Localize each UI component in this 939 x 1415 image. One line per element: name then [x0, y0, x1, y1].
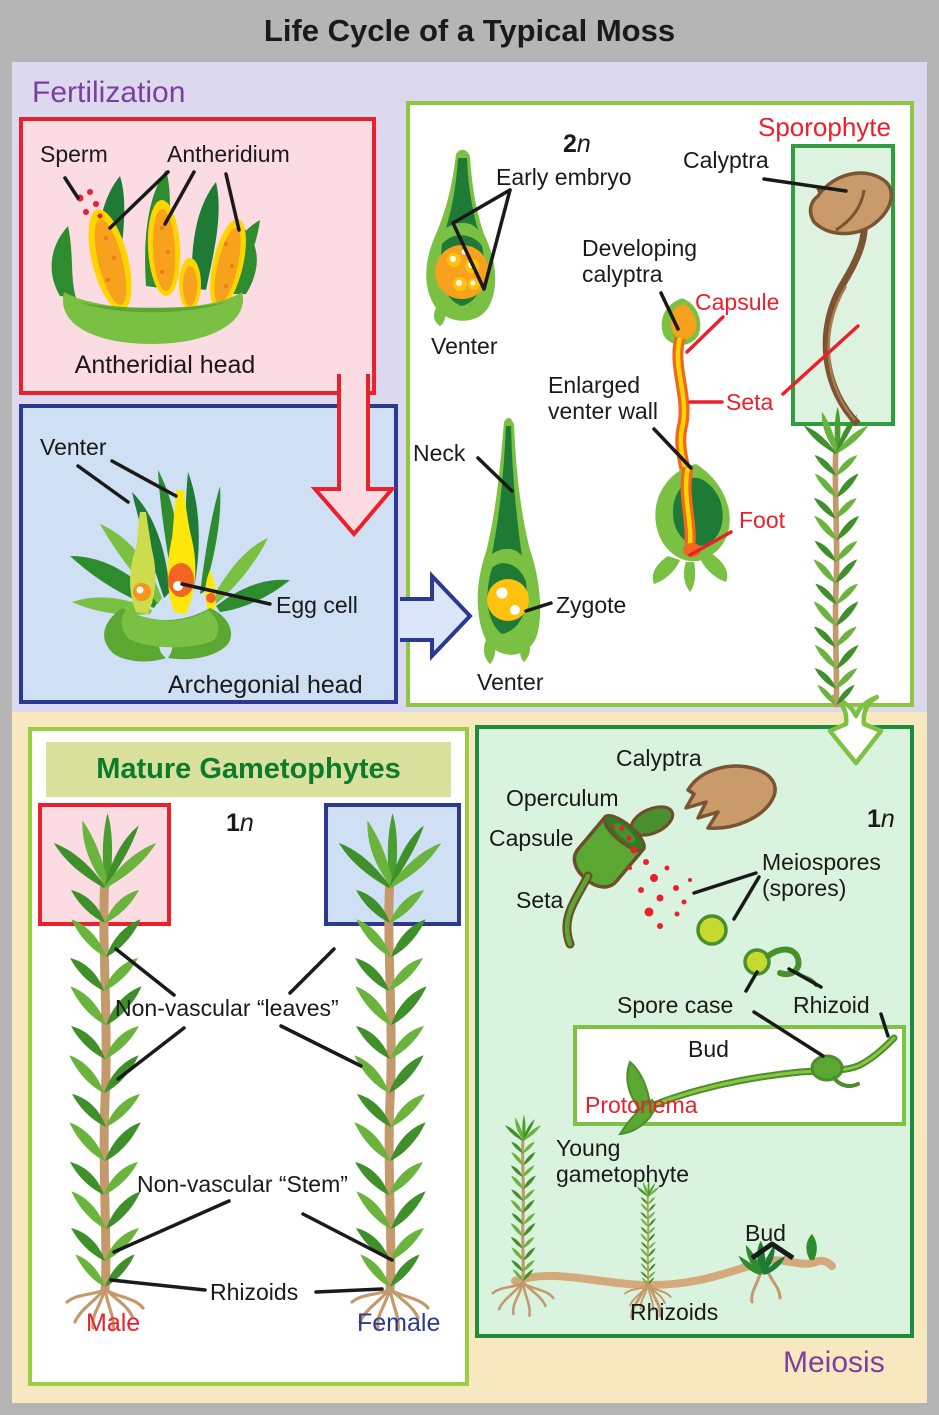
- venter-label-archegonium: Venter: [40, 434, 107, 460]
- venter-top-label: Venter: [431, 333, 498, 359]
- archegonial-head-caption: Archegonial head: [168, 671, 363, 699]
- nonvascular-stem-label: Non-vascular “Stem”: [137, 1171, 348, 1197]
- capsule-label: Capsule: [695, 289, 780, 315]
- fertilization-heading: Fertilization: [32, 76, 186, 109]
- sporophyte-label: Sporophyte: [758, 112, 891, 142]
- rhizoids-right-label: Rhizoids: [630, 1299, 719, 1325]
- nonvascular-leaves-label: Non-vascular “leaves”: [115, 995, 339, 1021]
- rhizoids-left-label: Rhizoids: [210, 1279, 299, 1305]
- page-title: Life Cycle of a Typical Moss: [263, 13, 676, 48]
- antheridium-label: Antheridium: [167, 141, 290, 167]
- bud-upper-label: Bud: [688, 1036, 729, 1062]
- neck-label: Neck: [413, 440, 466, 466]
- calyptra-label: Calyptra: [683, 147, 769, 173]
- protonema-label: Protonema: [585, 1092, 698, 1118]
- ploidy-1n-right-label: 1n: [867, 805, 895, 833]
- meiospores-label: Meiospores (spores): [762, 849, 881, 901]
- antheridial-head-caption: Antheridial head: [74, 351, 256, 379]
- male-gametophyte-box: [38, 803, 171, 926]
- developing-calyptra-label: Developing calyptra: [582, 235, 698, 287]
- meiosis-heading: Meiosis: [783, 1346, 885, 1379]
- male-label: Male: [86, 1309, 141, 1337]
- rhizoid-label: Rhizoid: [793, 992, 870, 1018]
- sperm-label: Sperm: [40, 141, 108, 167]
- foot-label: Foot: [739, 507, 786, 533]
- female-gametophyte-box: [324, 803, 461, 926]
- venter-bottom-label: Venter: [477, 669, 544, 695]
- seta-label: Seta: [726, 389, 774, 415]
- seta-meiosis-label: Seta: [516, 887, 564, 913]
- enlarged-venter-wall-label: Enlarged venter wall: [548, 372, 658, 424]
- mature-gametophytes-heading: Mature Gametophytes: [96, 753, 401, 785]
- young-gametophyte-label: Young gametophyte: [556, 1135, 689, 1187]
- capsule-meiosis-label: Capsule: [489, 825, 574, 851]
- ploidy-2n-label: 2n: [563, 130, 591, 158]
- female-label: Female: [357, 1309, 441, 1337]
- bud-lower-label: Bud: [745, 1220, 786, 1246]
- spore-case-label: Spore case: [617, 992, 734, 1018]
- zygote-label: Zygote: [556, 592, 627, 618]
- mature-gametophytes-header: Mature Gametophytes: [46, 742, 451, 797]
- ploidy-1n-left-label: 1n: [226, 809, 254, 837]
- operculum-label: Operculum: [506, 785, 619, 811]
- egg-cell-label: Egg cell: [276, 592, 358, 618]
- sporophyte-highlight-box: [791, 144, 895, 426]
- early-embryo-label: Early embryo: [496, 164, 632, 190]
- calyptra-meiosis-label: Calyptra: [616, 745, 702, 771]
